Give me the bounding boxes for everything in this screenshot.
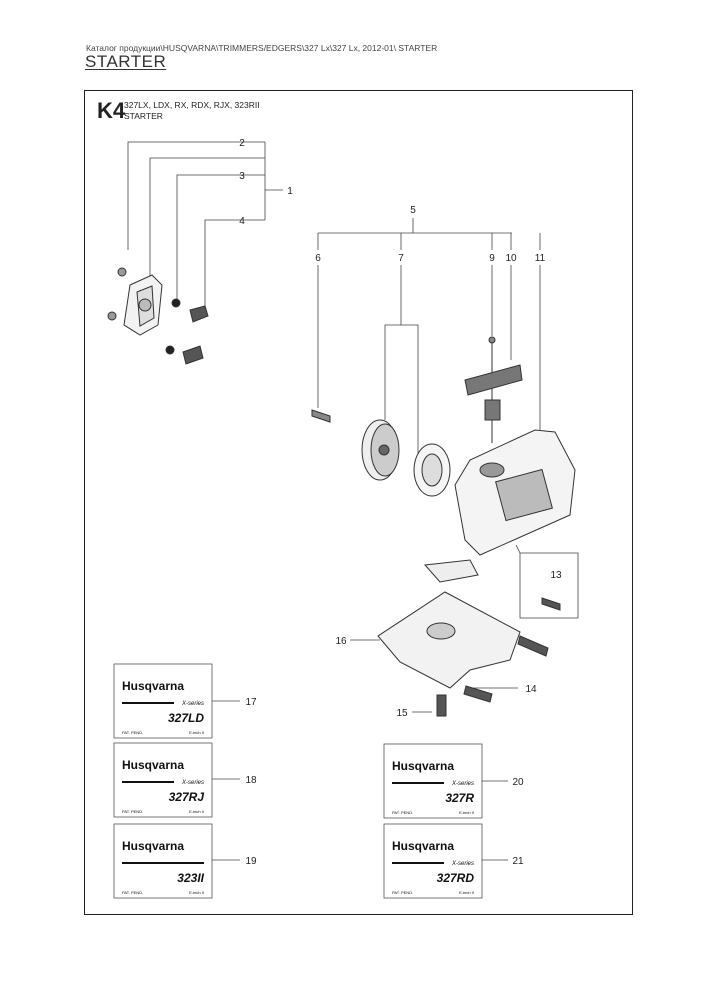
model-label: 327LD [168,711,204,725]
etech-label: E-tech II [459,890,474,895]
pat-pend-label: PAT. PEND. [392,890,413,895]
series-label: X-series [451,781,474,787]
series-label: X-series [451,861,474,867]
etech-label: E-tech II [189,809,204,814]
pat-pend-label: PAT. PEND. [122,809,143,814]
bottom-plate [377,591,549,717]
decal-20: Husqvarna X-series 327R PAT. PEND. E-tec… [383,743,483,819]
callout-16: 16 [335,636,347,647]
series-label: X-series [181,701,204,707]
callout-17: 17 [245,697,257,708]
diagram-frame [84,90,633,915]
breadcrumb: Каталог продукции\HUSQVARNA\TRIMMERS/EDG… [86,43,438,53]
pat-pend-label: PAT. PEND. [122,730,143,735]
callout-5: 5 [410,205,416,216]
pat-pend-label: PAT. PEND. [392,810,413,815]
husqvarna-logo: Husqvarna [122,758,184,772]
callout-15: 15 [396,708,408,719]
callout-2: 2 [239,138,245,149]
model-label: 327RD [437,871,475,885]
section-name: STARTER [124,111,163,121]
husqvarna-logo: Husqvarna [392,839,454,853]
callout-11: 11 [535,253,546,264]
husqvarna-logo: Husqvarna [122,839,184,853]
callout-19: 19 [245,856,257,867]
callout-13: 13 [550,570,562,581]
starter-assembly-parts [311,336,576,611]
husqvarna-logo: Husqvarna [392,759,454,773]
husqvarna-logo: Husqvarna [122,679,184,693]
pat-pend-label: PAT. PEND. [122,890,143,895]
section-code: K4 [97,98,126,123]
callout-10: 10 [505,253,517,264]
etech-label: E-tech II [459,810,474,815]
section-header: 327LX, LDX, RX, RDX, RJX, 323RII STARTER [124,100,260,122]
model-label: 327R [445,791,474,805]
callout-21: 21 [512,856,524,867]
callout-4: 4 [239,216,245,227]
callout-1: 1 [287,186,293,197]
callout-18: 18 [245,775,257,786]
callout-7: 7 [398,253,404,264]
etech-label: E-tech II [189,730,204,735]
callout-labels: 2 3 4 1 5 6 7 9 10 11 13 16 14 15 17 18 … [239,138,562,867]
callout-6: 6 [315,253,321,264]
callout-9: 9 [489,253,495,264]
model-list: 327LX, LDX, RX, RDX, RJX, 323RII [124,100,260,110]
callout-14: 14 [525,684,537,695]
callout-20: 20 [512,777,524,788]
leader-lines [127,141,579,861]
model-label: 323II [177,871,204,885]
etech-label: E-tech II [189,890,204,895]
decal-19: Husqvarna 323II PAT. PEND. E-tech II [113,823,213,899]
page-title: STARTER [85,52,167,71]
series-label: X-series [181,780,204,786]
callout-3: 3 [239,171,245,182]
decal-18: Husqvarna X-series 327RJ PAT. PEND. E-te… [113,742,213,818]
model-label: 327RJ [169,790,205,804]
decal-17: Husqvarna X-series 327LD PAT. PEND. E-te… [113,663,213,739]
decal-21: Husqvarna X-series 327RD PAT. PEND. E-te… [383,823,483,899]
pawl-housing-assembly [107,267,209,365]
